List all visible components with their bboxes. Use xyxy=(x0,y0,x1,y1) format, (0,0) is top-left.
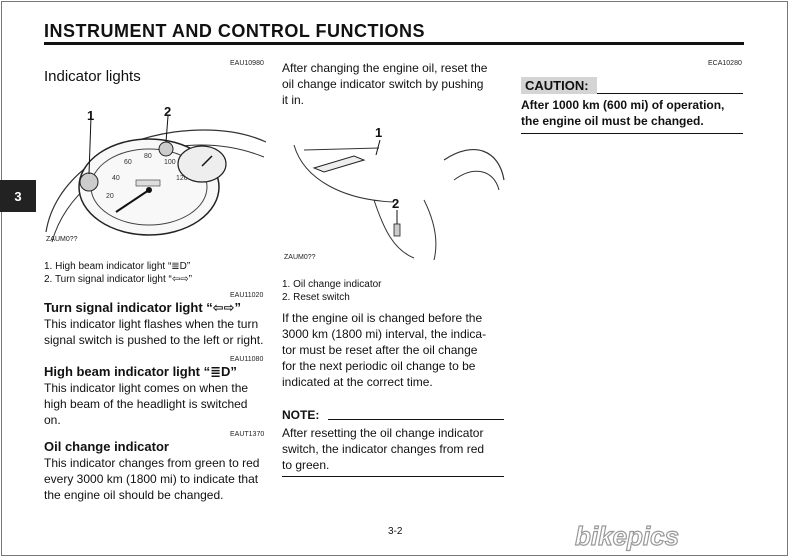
oil-change-heading: Oil change indicator xyxy=(44,439,169,454)
reset-switch-illustration xyxy=(284,120,506,265)
reset-text-1: If the engine oil is changed before the xyxy=(282,311,483,325)
callout-2: 2 xyxy=(164,104,172,119)
note-text-2: switch, the indicator changes from red xyxy=(282,442,485,456)
reset-text-4: for the next periodic oil change to be xyxy=(282,359,476,373)
high-beam-code: EAU11080 xyxy=(230,356,264,363)
high-beam-heading: High beam indicator light “≣D” xyxy=(44,364,237,379)
reset-text-2: 3000 km (1800 mi) interval, the indica- xyxy=(282,327,487,341)
caution-bottom-rule xyxy=(521,133,743,134)
caption-1: 1. Oil change indicator xyxy=(282,279,382,290)
callout-1: 1 xyxy=(87,108,95,123)
svg-text:120: 120 xyxy=(176,175,188,182)
svg-text:20: 20 xyxy=(106,193,114,200)
oil-change-code: EAUT1370 xyxy=(230,431,265,438)
turn-signal-text-2: signal switch is pushed to the left or r… xyxy=(44,333,264,347)
note-text-3: to green. xyxy=(282,458,330,472)
svg-text:80: 80 xyxy=(144,153,152,160)
reset-intro-3: it in. xyxy=(282,93,305,107)
high-beam-text-1: This indicator light comes on when the xyxy=(44,381,249,395)
caption-1: 1. High beam indicator light “≣D” xyxy=(44,261,191,272)
callout-1: 1 xyxy=(375,125,383,140)
caution-text: After 1000 km (600 mi) of operation, the… xyxy=(521,97,746,129)
figure-code: ZAUM0?? xyxy=(46,236,78,243)
high-beam-text-3: on. xyxy=(44,413,61,427)
reset-text-5: indicated at the correct time. xyxy=(282,375,433,389)
reset-intro-1: After changing the engine oil, reset the xyxy=(282,61,488,75)
svg-text:60: 60 xyxy=(124,159,132,166)
turn-signal-text-1: This indicator light flashes when the tu… xyxy=(44,317,259,331)
caution-code: ECA10280 xyxy=(708,60,742,67)
chapter-tab: 3 xyxy=(0,180,36,212)
note-rule xyxy=(328,419,504,420)
section-title: Indicator lights xyxy=(44,68,141,85)
header-rule xyxy=(44,42,744,45)
reset-text-3: tor must be reset after the oil change xyxy=(282,343,478,357)
caption-2: 2. Turn signal indicator light “⇦⇨” xyxy=(44,274,192,285)
caution-rule xyxy=(597,93,743,94)
note-bottom-rule xyxy=(282,476,504,477)
bikepics-logo: bikepics xyxy=(567,518,767,559)
svg-text:100: 100 xyxy=(164,159,176,166)
caution-line-1: After 1000 km (600 mi) of operation, xyxy=(521,98,725,112)
figure-code: ZAUM0?? xyxy=(284,254,316,261)
callout-2: 2 xyxy=(392,196,400,211)
caution-label: CAUTION: xyxy=(521,77,597,94)
oil-change-text-2: every 3000 km (1800 mi) to indicate that xyxy=(44,472,259,486)
page-number: 3-2 xyxy=(388,526,403,537)
section-code: EAU10980 xyxy=(230,60,264,67)
oil-change-text-3: the engine oil should be changed. xyxy=(44,488,224,502)
speedometer-illustration: 40 60 80 100 120 20 xyxy=(44,102,270,257)
turn-signal-heading: Turn signal indicator light “⇦⇨” xyxy=(44,300,242,315)
oil-change-text-1: This indicator changes from green to red xyxy=(44,456,260,470)
turn-signal-code: EAU11020 xyxy=(230,292,264,299)
note-text-1: After resetting the oil change indicator xyxy=(282,426,484,440)
high-beam-text-2: high beam of the headlight is switched xyxy=(44,397,248,411)
note-label: NOTE: xyxy=(282,408,320,422)
svg-text:bikepics: bikepics xyxy=(575,521,679,551)
page-header: INSTRUMENT AND CONTROL FUNCTIONS xyxy=(44,21,425,41)
caption-2: 2. Reset switch xyxy=(282,292,350,303)
reset-intro-2: oil change indicator switch by pushing xyxy=(282,77,484,91)
caution-line-2: the engine oil must be changed. xyxy=(521,114,704,128)
svg-text:40: 40 xyxy=(112,175,120,182)
